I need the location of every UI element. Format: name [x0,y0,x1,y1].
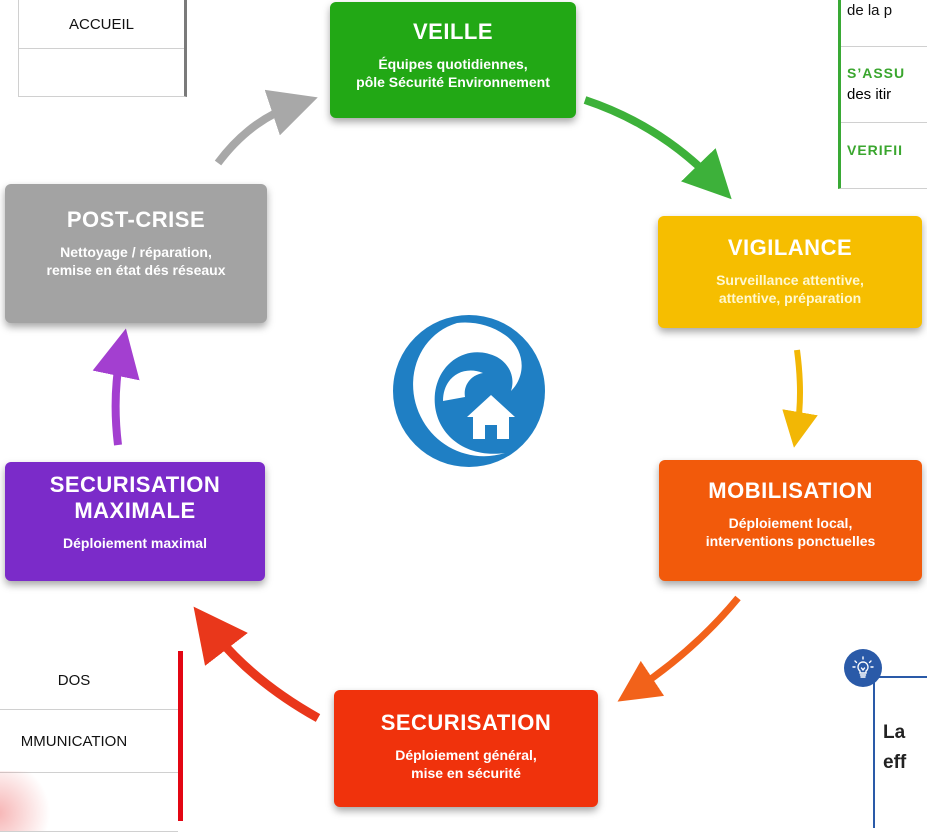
step-veille[interactable]: VEILLE Équipes quotidiennes, pôle Sécuri… [330,2,576,118]
desc-line: mise en sécurité [411,765,521,781]
arrow-veille-to-vigilance [583,96,732,200]
cycle-arrows [92,89,818,722]
checklist-item: VERIFII [841,123,927,187]
arrow-securisation-to-secmax [193,606,321,722]
step-title: MOBILISATION [708,478,873,503]
step-securisation[interactable]: SECURISATION Déploiement général, mise e… [334,690,598,807]
tip-text: La eff [883,718,906,778]
desc-line: interventions ponctuelles [705,533,876,549]
checklist-line: des itir [847,86,892,103]
checklist-item: S’ASSU des itir [841,47,927,123]
step-description: Déploiement général, mise en sécurité [334,746,598,782]
tip-box: La eff [873,676,927,828]
desc-line: Déploiement local, [728,515,853,531]
arrow-mobilisation-to-securisation [617,595,741,702]
top-right-checklist: de la p S’ASSU des itir VERIFII [838,0,927,189]
step-title: SECURISATION [380,710,552,735]
step-title: POST-CRISE [66,207,206,232]
title-line: SECURISATION [49,472,221,497]
title-line: MAXIMALE [74,498,196,523]
step-description: Déploiement maximal [63,535,207,551]
arrow-vigilance-to-mobilisation [782,349,818,448]
desc-line: remise en état dés réseaux [46,262,226,278]
step-description: Équipes quotidiennes, pôle Sécurité Envi… [330,55,576,91]
desc-line: attentive, préparation [718,290,862,306]
checklist-keyword: VERIFII [847,142,904,158]
desc-line: Surveillance attentive, [716,272,864,288]
tip-line: La [883,722,906,743]
step-vigilance[interactable]: VIGILANCE Surveillance attentive, attent… [658,216,922,328]
tip-line: eff [883,752,907,773]
desc-line: pôle Sécurité Environnement [356,74,550,90]
lightbulb-icon [844,649,882,687]
checklist-line: de la p [841,0,927,47]
step-title: VEILLE [412,19,493,44]
checklist-keyword: S’ASSU [847,65,906,81]
table-row-dos[interactable]: DOS [0,651,178,710]
table-row-accueil[interactable]: ACCUEIL [19,0,184,49]
step-description: Surveillance attentive, attentive, prépa… [658,271,922,307]
desc-line: Équipes quotidiennes, [378,56,528,72]
step-description: Nettoyage / réparation, remise en état d… [5,243,267,279]
step-mobilisation[interactable]: MOBILISATION Déploiement local, interven… [659,460,922,581]
table-row-communication[interactable]: MMUNICATION [0,710,178,773]
desc-line: Déploiement général, [395,747,537,763]
step-title: SECURISATION MAXIMALE [5,472,265,524]
step-description: Déploiement local, interventions ponctue… [659,514,922,550]
desc-line: Nettoyage / réparation, [60,244,212,260]
arrow-secmax-to-postcrise [92,328,140,446]
step-post-crise[interactable]: POST-CRISE Nettoyage / réparation, remis… [5,184,267,323]
arrow-postcrise-to-veille [214,89,318,166]
step-title: VIGILANCE [727,235,853,260]
top-left-table: ACCUEIL [18,0,187,97]
wave-house-icon [393,315,545,467]
step-securisation-maximale[interactable]: SECURISATION MAXIMALE Déploiement maxima… [5,462,265,581]
